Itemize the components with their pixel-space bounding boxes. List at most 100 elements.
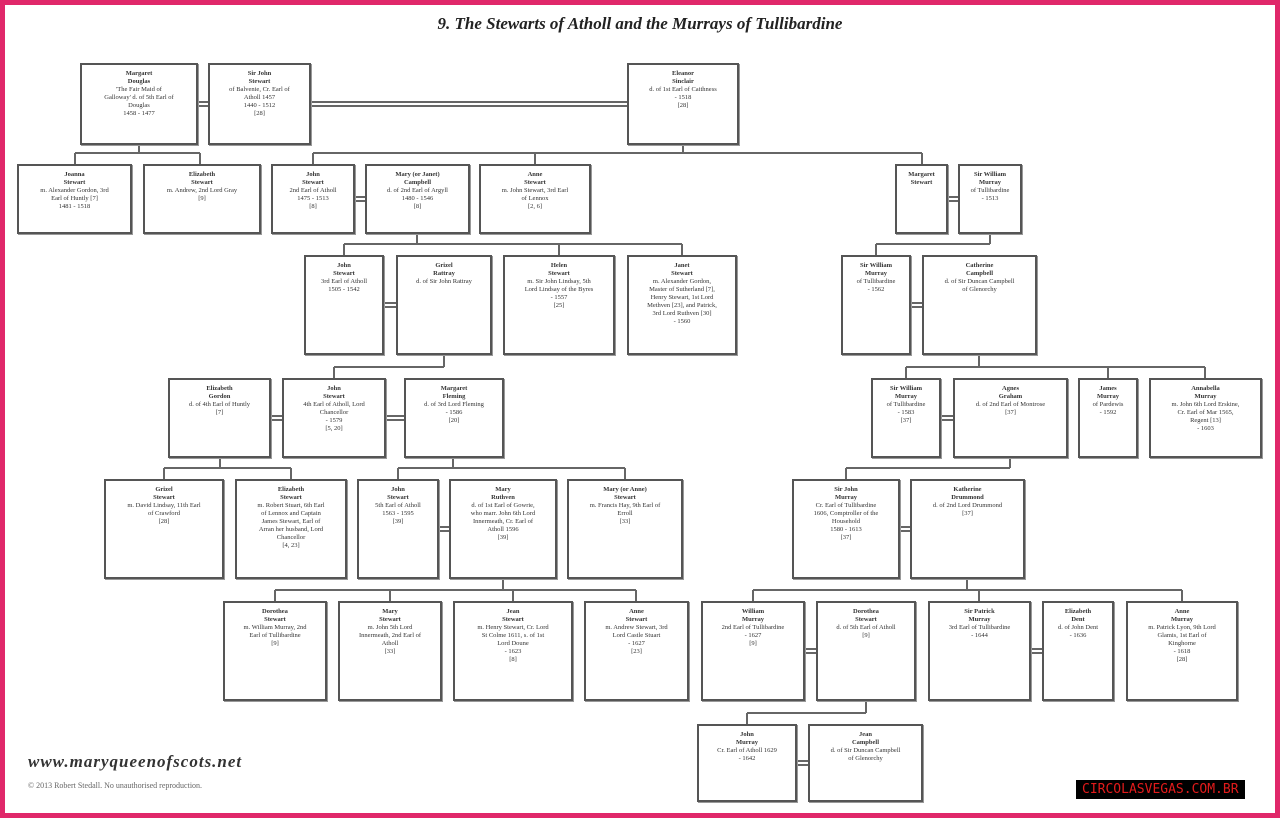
person-name: Sir William Murray	[890, 385, 922, 400]
person-name: Grizel Rattray	[433, 262, 455, 277]
person-name: John Stewart	[323, 385, 345, 400]
person-details: m. Alexander Gordon, Master of Sutherlan…	[647, 278, 717, 325]
person-details: m. Robert Stuart, 6th Earl of Lennox and…	[257, 502, 325, 549]
person-name: Eleanor Sinclair	[671, 70, 695, 85]
person-name: Catherine Campbell	[965, 262, 994, 277]
person-details: m. William Murray, 2nd Earl of Tullibard…	[243, 624, 307, 647]
person-name: Grizel Stewart	[153, 486, 175, 501]
person-name: John Stewart	[387, 486, 409, 501]
person-name: Jean Stewart	[502, 608, 524, 623]
person-details: m. John 5th Lord Innermeath, 2nd Earl of…	[358, 624, 422, 655]
person-details: m. Patrick Lyon, 9th Lord Glamis, 1st Ea…	[1148, 624, 1216, 663]
person-name: Sir William Murray	[974, 171, 1006, 186]
person-details: d. of 2nd Lord Drummond [37]	[932, 502, 1003, 517]
diagram-title: 9. The Stewarts of Atholl and the Murray…	[437, 14, 843, 33]
person-details: of Pardewis - 1592	[1092, 401, 1124, 416]
person-name: Sir William Murray	[860, 262, 892, 277]
person-details: 2nd Earl of Tullibardine - 1627 [9]	[721, 624, 785, 647]
person-name: Annabella Murray	[1191, 385, 1220, 400]
person-details: m. Alexander Gordon, 3rd Earl of Huntly …	[40, 187, 109, 210]
person-details: d. of 1st Earl of Caithness - 1518 [28]	[649, 86, 717, 109]
person-details: d. of 1st Earl of Gowrie, who marr. John…	[470, 502, 536, 541]
person-name: Janet Stewart	[671, 262, 693, 277]
person-details: d. of 2nd Earl of Argyll 1480 - 1546 [8]	[387, 187, 448, 210]
person-name: Elizabeth Dent	[1064, 608, 1092, 623]
person-details: of Balvenie, Cr. Earl of Atholl 1457 144…	[229, 86, 290, 117]
person-details: 3rd Earl of Atholl 1505 - 1542	[320, 278, 368, 293]
person-name: Anne Murray	[1170, 608, 1194, 623]
person-name: William Murray	[741, 608, 765, 623]
person-name: Elizabeth Stewart	[188, 171, 216, 186]
person-name: Dorothea Stewart	[262, 608, 288, 623]
person-name: Mary Stewart	[379, 608, 401, 623]
person-details: of Tullibardine - 1513	[970, 187, 1010, 202]
person-name: Helen Stewart	[548, 262, 570, 277]
person-name: Mary (or Janet) Campbell	[395, 171, 440, 186]
person-details: d. of John Dent - 1636	[1057, 624, 1099, 639]
person-details: Cr. Earl of Atholl 1629 - 1642	[717, 747, 777, 762]
person-details: d. of 3rd Lord Fleming - 1586 [20]	[424, 401, 484, 424]
person-details: 3rd Earl of Tullibardine - 1644	[948, 624, 1011, 639]
person-name: James Murray	[1096, 385, 1120, 400]
person-details: m. Andrew Stewart, 3rd Lord Castle Stuar…	[605, 624, 668, 655]
watermark-badge: CIRCOLASVEGAS.COM.BR	[1076, 780, 1245, 799]
person-details: m. John Stewart, 3rd Earl of Lennox [2, …	[501, 187, 569, 210]
person-details: d. of 2nd Earl of Montrose [37]	[975, 401, 1046, 416]
person-name: Elizabeth Gordon	[206, 385, 233, 400]
person-name: Agnes Graham	[998, 385, 1023, 400]
person-box: Margaret Douglas'The Fair Maid of Gallow…	[80, 63, 198, 145]
person-name: Margaret Fleming	[440, 385, 468, 400]
person-details: d. of 5th Earl of Atholl [9]	[836, 624, 896, 639]
person-details: d. of 4th Earl of Huntly [7]	[188, 401, 251, 416]
person-details: m. Francis Hay, 9th Earl of Erroll [33]	[589, 502, 661, 525]
person-name: Mary (or Anne) Stewart	[603, 486, 647, 501]
person-name: John Murray	[735, 731, 759, 746]
person-details: m. Henry Stewart, Cr. Lord St Colme 1611…	[477, 624, 549, 663]
person-details: m. Andrew, 2nd Lord Gray [9]	[166, 187, 238, 202]
person-details: of Tullibardine - 1562	[856, 278, 896, 293]
person-details: d. of Sir John Rattray	[416, 278, 472, 285]
person-name: Sir John Murray	[834, 486, 858, 501]
person-details: 4th Earl of Atholl, Lord Chancellor - 15…	[303, 401, 365, 432]
person-details: m. David Lindsay, 11th Earl of Crawford …	[127, 502, 201, 525]
person-details: m. Sir John Lindsay, 5th Lord Lindsay of…	[524, 278, 594, 309]
person-name: John Stewart	[333, 262, 355, 277]
person-box: Margaret Stewart	[895, 164, 948, 234]
copyright-notice: © 2013 Robert Stedall. No unauthorised r…	[28, 781, 203, 790]
website-logo: www.maryqueenofscots.net	[28, 752, 243, 771]
person-details: 5th Earl of Atholl 1563 - 1595 [39]	[375, 502, 421, 525]
person-name: Katherine Drummond	[951, 486, 984, 501]
